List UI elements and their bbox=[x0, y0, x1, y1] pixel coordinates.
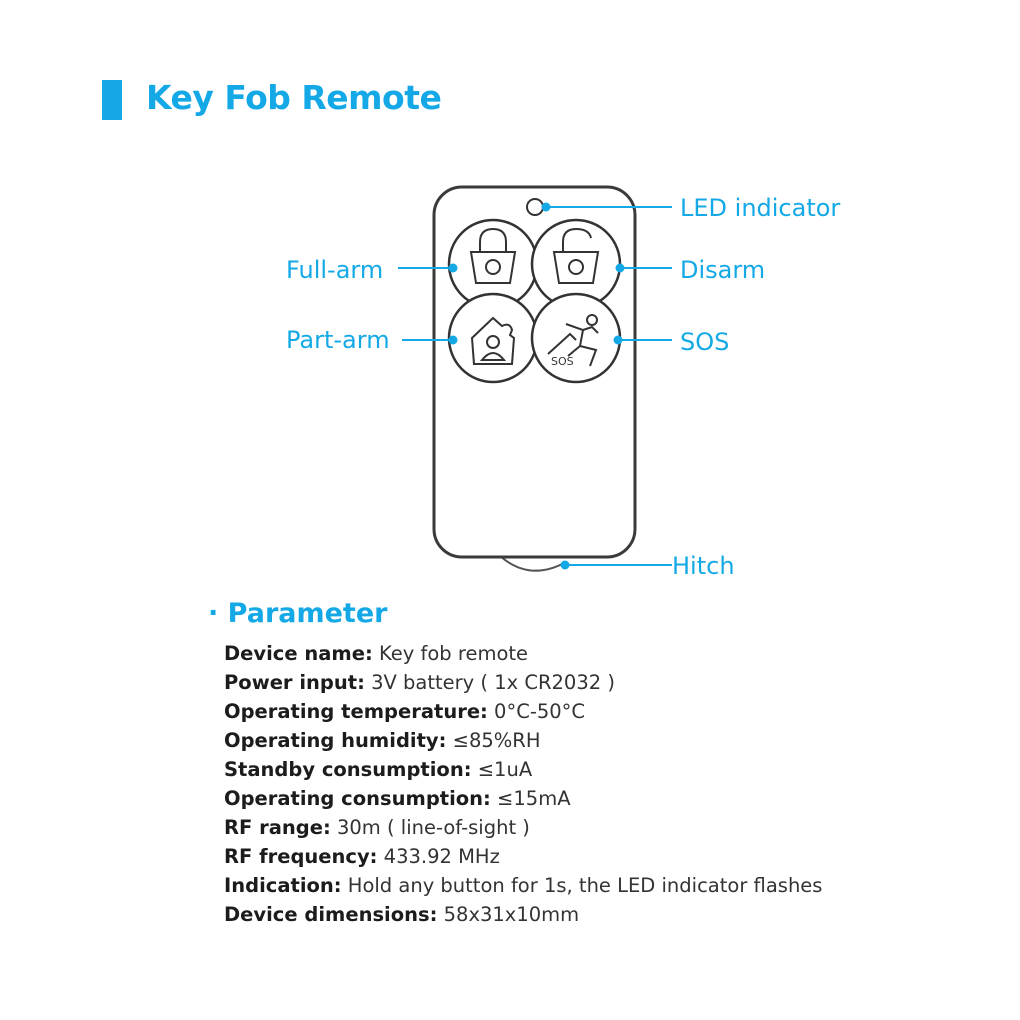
param-value: Key fob remote bbox=[372, 642, 529, 665]
param-row: Operating consumption: ≤15mA bbox=[224, 784, 822, 813]
parameter-list: Device name: Key fob remote Power input:… bbox=[224, 639, 822, 929]
param-label: Operating temperature: bbox=[224, 700, 488, 723]
title-accent-bar bbox=[102, 80, 122, 120]
page-title: Key Fob Remote bbox=[146, 78, 442, 117]
param-label: Indication: bbox=[224, 874, 342, 897]
part-arm-button[interactable] bbox=[447, 292, 539, 384]
disarm-label: Disarm bbox=[680, 256, 765, 284]
sos-label: SOS bbox=[680, 328, 729, 356]
hitch-label: Hitch bbox=[672, 552, 735, 580]
lock-open-icon bbox=[552, 227, 600, 284]
hitch-loop bbox=[499, 555, 567, 572]
param-label: RF frequency: bbox=[224, 845, 378, 868]
param-row: Indication: Hold any button for 1s, the … bbox=[224, 871, 822, 900]
sos-button[interactable]: SOS bbox=[530, 292, 622, 384]
param-value: ≤85%RH bbox=[446, 729, 541, 752]
param-row: Standby consumption: ≤1uA bbox=[224, 755, 822, 784]
sos-button-label: SOS bbox=[551, 355, 574, 368]
param-label: Device name: bbox=[224, 642, 373, 665]
param-label: Operating consumption: bbox=[224, 787, 491, 810]
param-label: Power input: bbox=[224, 671, 365, 694]
param-value: ≤1uA bbox=[471, 758, 533, 781]
param-row: Device dimensions: 58x31x10mm bbox=[224, 900, 822, 929]
param-value: 3V battery ( 1x CR2032 ) bbox=[364, 671, 615, 694]
param-row: Power input: 3V battery ( 1x CR2032 ) bbox=[224, 668, 822, 697]
led-indicator-label: LED indicator bbox=[680, 194, 840, 222]
part-arm-label: Part-arm bbox=[286, 326, 390, 354]
param-row: RF frequency: 433.92 MHz bbox=[224, 842, 822, 871]
param-row: Operating humidity: ≤85%RH bbox=[224, 726, 822, 755]
lock-closed-icon bbox=[469, 227, 517, 284]
param-label: Operating humidity: bbox=[224, 729, 447, 752]
param-row: RF range: 30m ( line-of-sight ) bbox=[224, 813, 822, 842]
led-indicator bbox=[526, 198, 544, 216]
param-value: 58x31x10mm bbox=[437, 903, 580, 926]
param-value: 0°C-50°C bbox=[487, 700, 586, 723]
running-person-icon bbox=[547, 314, 599, 367]
param-label: Device dimensions: bbox=[224, 903, 438, 926]
param-row: Operating temperature: 0°C-50°C bbox=[224, 697, 822, 726]
param-label: Standby consumption: bbox=[224, 758, 472, 781]
parameter-heading: · Parameter bbox=[208, 598, 388, 629]
home-person-icon bbox=[470, 316, 516, 365]
param-value: ≤15mA bbox=[490, 787, 571, 810]
param-value: Hold any button for 1s, the LED indicato… bbox=[341, 874, 823, 897]
full-arm-label: Full-arm bbox=[286, 256, 383, 284]
param-value: 30m ( line-of-sight ) bbox=[330, 816, 530, 839]
param-row: Device name: Key fob remote bbox=[224, 639, 822, 668]
param-value: 433.92 MHz bbox=[377, 845, 500, 868]
param-label: RF range: bbox=[224, 816, 331, 839]
key-fob-diagram: SOS LED indicator Full-arm Disarm Part-a… bbox=[286, 185, 840, 580]
